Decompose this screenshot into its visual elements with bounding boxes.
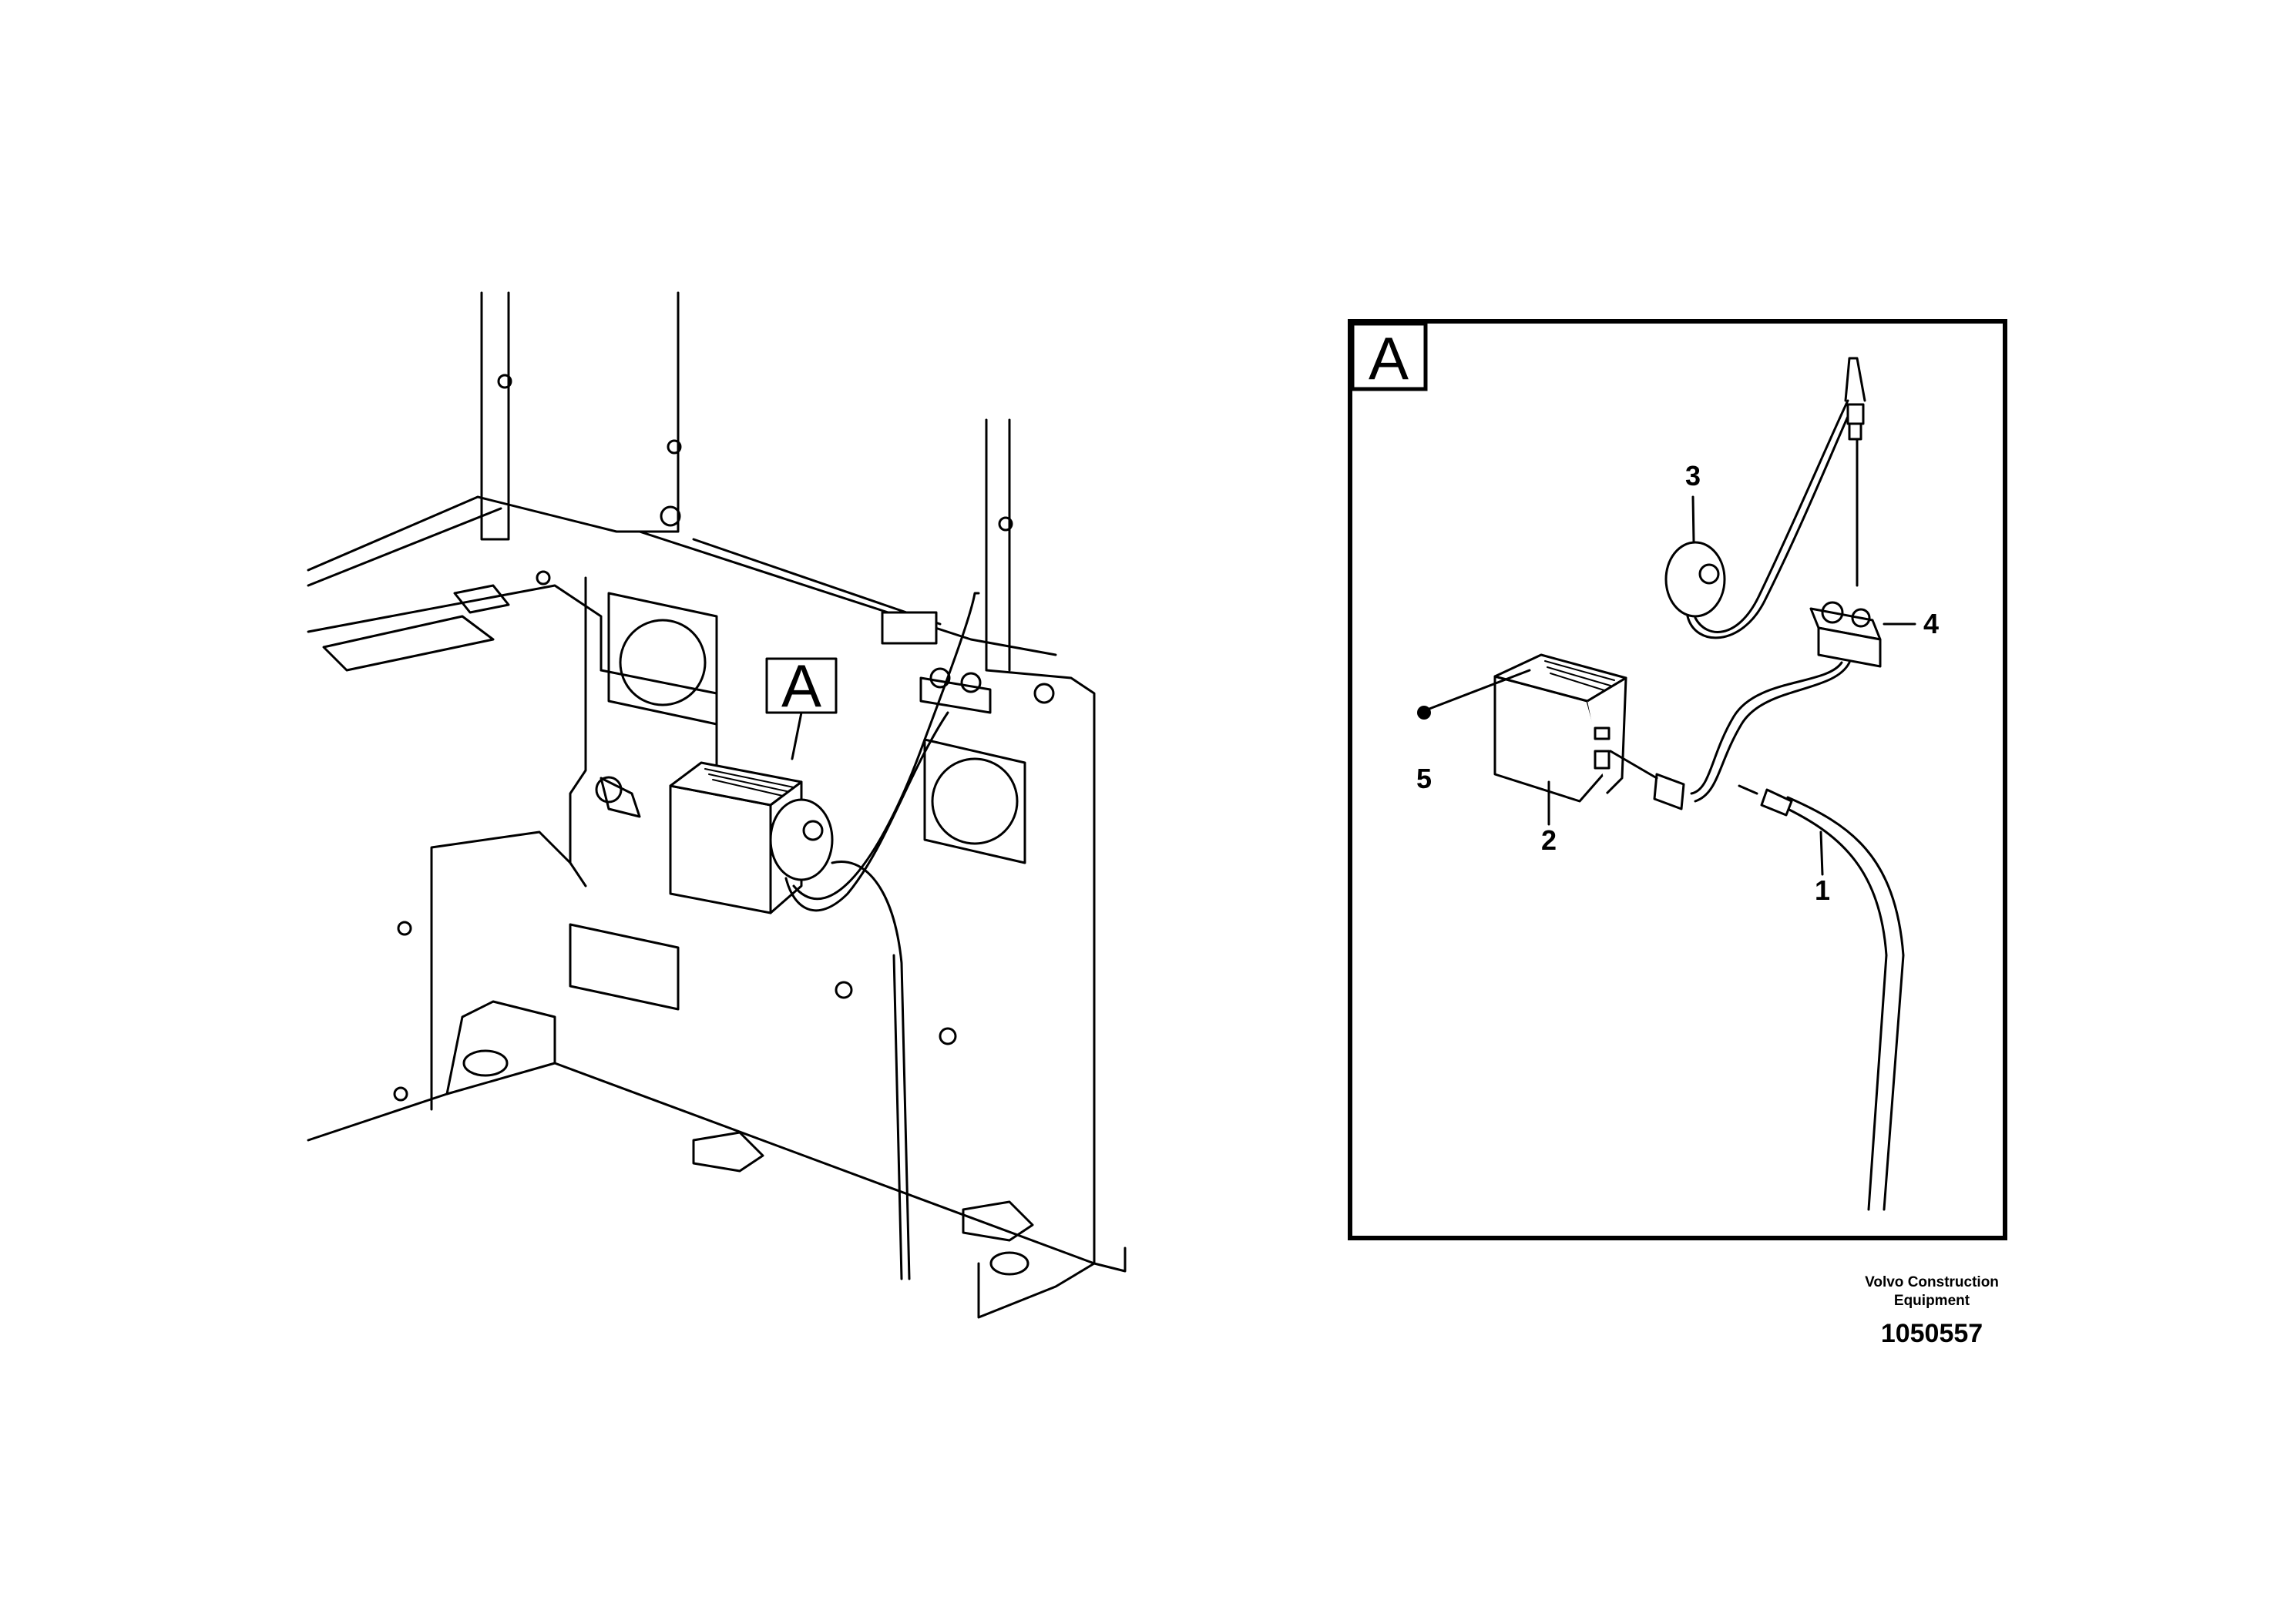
fastener bbox=[1033, 683, 1055, 704]
duct-box-left bbox=[607, 592, 718, 726]
publisher-line-1: Volvo Construction bbox=[1865, 1274, 1999, 1290]
credit-block: Volvo Construction Equipment 1050557 bbox=[1865, 1274, 1999, 1348]
publisher-line-2: Equipment bbox=[1894, 1293, 1970, 1309]
installed-sensor bbox=[769, 798, 834, 881]
fastener bbox=[393, 1086, 408, 1102]
bracket-bolt bbox=[989, 1251, 1029, 1276]
harness-dash bbox=[1738, 784, 1758, 795]
floor-edge bbox=[307, 1062, 1096, 1265]
switch-knob bbox=[960, 672, 982, 693]
part-1-cable-harness bbox=[1738, 784, 1905, 1211]
part-labels: 1 2 3 4 5 bbox=[1416, 460, 1939, 906]
fastener bbox=[497, 374, 512, 389]
screw-dash bbox=[1428, 669, 1531, 710]
bottom-bracket bbox=[977, 1247, 1127, 1319]
floor-slot-2 bbox=[962, 1200, 1034, 1242]
control-unit-port bbox=[1594, 726, 1611, 740]
cab-rear-post bbox=[480, 291, 510, 541]
upper-beam-rail bbox=[692, 538, 942, 626]
duct-opening-right bbox=[931, 757, 1019, 845]
control-unit-port bbox=[1594, 750, 1611, 770]
leader-1 bbox=[1819, 830, 1824, 876]
cab-overview-drawing: A bbox=[307, 291, 1127, 1319]
cab-roof-edge-inner bbox=[307, 507, 502, 587]
cab-shelf bbox=[307, 584, 603, 672]
floor-bolt bbox=[462, 1049, 509, 1077]
detail-frame bbox=[1348, 319, 2007, 1240]
detail-view-A: A bbox=[1348, 319, 2007, 1240]
upper-beam bbox=[638, 530, 1057, 656]
illustration-number: 1050557 bbox=[1881, 1319, 1983, 1348]
part-label-3: 3 bbox=[1685, 460, 1701, 492]
installed-sensor-button bbox=[802, 820, 824, 841]
duct-box-right bbox=[923, 738, 1026, 864]
duct-opening-left bbox=[619, 619, 707, 706]
knob bbox=[595, 776, 623, 804]
floor-left-riser bbox=[430, 830, 572, 1111]
shelf-recess bbox=[322, 615, 495, 672]
sensor-button bbox=[1698, 563, 1720, 585]
switch-knob bbox=[1851, 608, 1871, 628]
cab-roof-edge bbox=[307, 291, 680, 572]
sensor-plug-tip bbox=[1848, 424, 1862, 441]
fastener bbox=[998, 516, 1013, 532]
installed-control-unit bbox=[669, 784, 772, 914]
cab-side-panel-edge bbox=[985, 418, 1096, 1265]
installed-cable-a bbox=[784, 711, 949, 912]
overview-callout: A bbox=[765, 652, 838, 760]
sensor-plug bbox=[1846, 403, 1865, 425]
control-unit-fins bbox=[1544, 660, 1615, 692]
screw-head bbox=[1417, 706, 1431, 720]
part-label-5: 5 bbox=[1416, 763, 1432, 794]
detail-frame-letter: A bbox=[1369, 324, 1409, 392]
fastener bbox=[660, 505, 681, 527]
switch-cable-b bbox=[1690, 661, 1843, 795]
switch-housing-front bbox=[1817, 626, 1882, 668]
heatsink-fins bbox=[704, 768, 794, 797]
part-4-switch bbox=[1609, 601, 1882, 810]
part-5-screw bbox=[1417, 669, 1531, 720]
sensor-body bbox=[1664, 541, 1726, 618]
installed-cable-down-inner bbox=[892, 954, 903, 1280]
sensor-cable-a bbox=[1686, 403, 1855, 639]
overview-callout-letter: A bbox=[781, 652, 821, 720]
fastener bbox=[667, 439, 682, 455]
floor-slot-1 bbox=[692, 1131, 764, 1173]
installed-cable-b bbox=[792, 592, 980, 901]
rear-wall-left-edge bbox=[569, 576, 587, 887]
harness-cable-outer bbox=[1786, 796, 1905, 1211]
leader-3 bbox=[1691, 495, 1695, 543]
switch-connector bbox=[1653, 773, 1685, 810]
part-label-2: 2 bbox=[1541, 824, 1557, 856]
harness-connector bbox=[1760, 788, 1793, 817]
fastener bbox=[835, 981, 853, 999]
part-3-sensor bbox=[1664, 357, 1866, 639]
switch-knob bbox=[1821, 601, 1844, 624]
shelf-tab bbox=[453, 584, 510, 614]
switch-knob bbox=[929, 667, 951, 689]
fastener bbox=[536, 570, 551, 586]
beam-bracket bbox=[881, 611, 938, 645]
fastener bbox=[397, 921, 412, 936]
part-label-1: 1 bbox=[1815, 874, 1830, 906]
switch-connector-link bbox=[1609, 750, 1658, 780]
floor-step bbox=[445, 1000, 556, 1096]
sensor-cable-b bbox=[1694, 399, 1849, 633]
overview-callout-leader bbox=[791, 711, 803, 760]
detail-frame-tag bbox=[1350, 321, 1428, 391]
switch-cable-a bbox=[1694, 661, 1851, 803]
installed-cable-down bbox=[831, 861, 911, 1280]
fastener bbox=[939, 1027, 957, 1045]
part-2-control-unit bbox=[1493, 653, 1627, 803]
harness-cable-inner bbox=[1786, 807, 1888, 1211]
sensor-lead bbox=[1844, 357, 1866, 402]
part-label-4: 4 bbox=[1923, 608, 1939, 639]
lower-pocket bbox=[569, 923, 680, 1011]
